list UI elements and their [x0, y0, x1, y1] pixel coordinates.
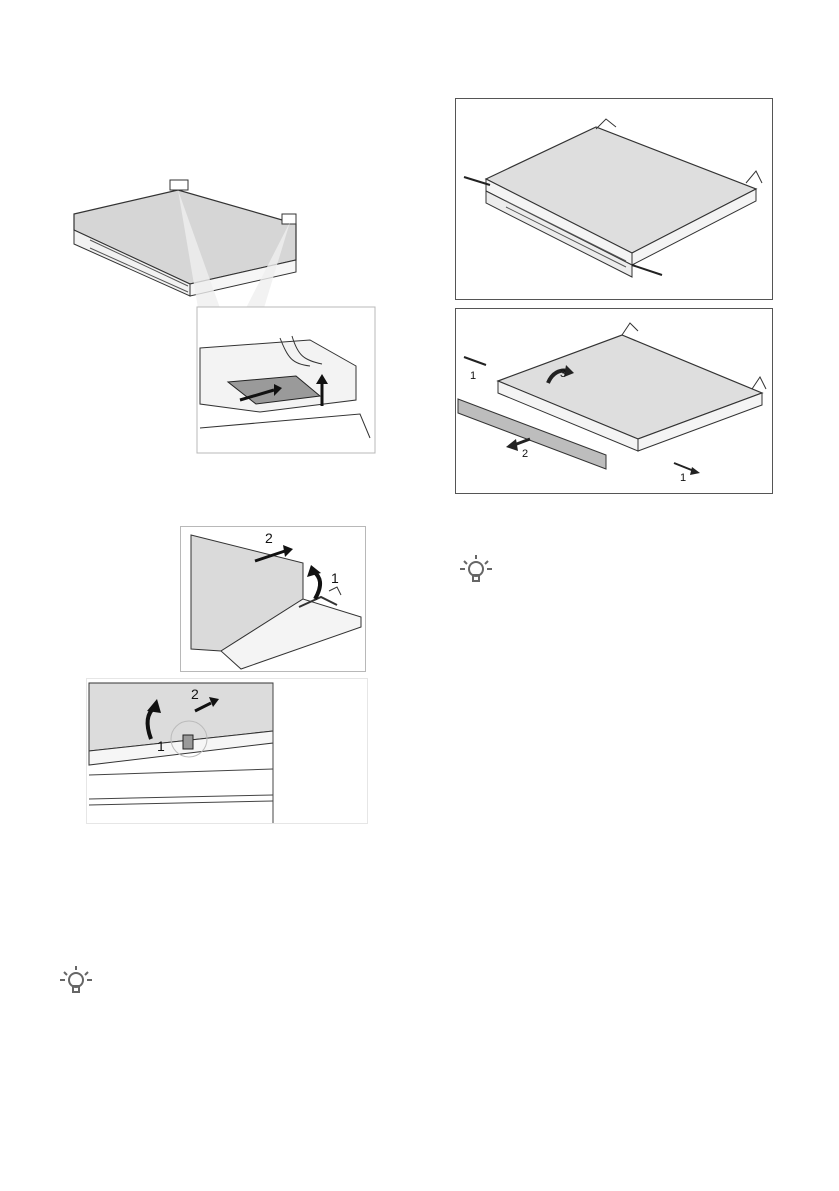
arrow-label: 2: [265, 530, 273, 546]
arrow-label: 2: [191, 686, 199, 702]
figure-door-disassembly: 1 2 3 1: [455, 308, 773, 494]
figure-door-assembled: [455, 98, 773, 300]
lightbulb-icon: [58, 964, 94, 1000]
door-disassembly-drawing: 1 2 3 1: [456, 309, 772, 493]
door-lift-a-drawing: 2 1: [181, 527, 365, 671]
door-assembled-drawing: [456, 99, 772, 299]
door-lift-b-drawing: 1 2: [87, 679, 367, 823]
arrow-label: 2: [522, 448, 528, 460]
arrow-label: 1: [680, 472, 686, 484]
arrow-label: 1: [470, 370, 476, 382]
figure-door-lift-a: 2 1: [180, 526, 366, 672]
figure-hinge-overview: [60, 168, 380, 458]
hinge-overview-drawing: [60, 168, 380, 458]
arrow-label: 1: [331, 570, 339, 586]
lightbulb-icon: [458, 553, 494, 589]
arrow-label: 3: [560, 368, 566, 380]
arrow-label: 1: [157, 738, 165, 754]
figure-door-lift-b: 1 2: [86, 678, 368, 824]
